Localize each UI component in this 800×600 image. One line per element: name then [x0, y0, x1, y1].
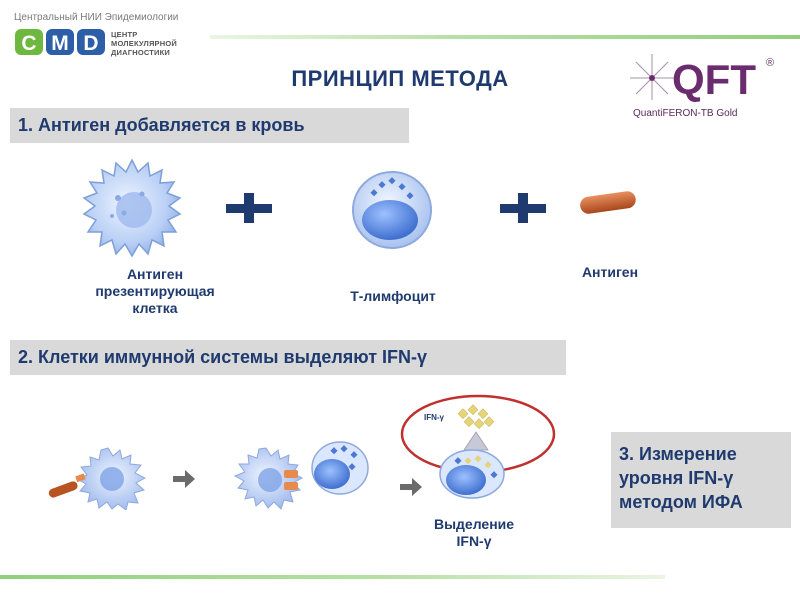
- t-lymphocyte-cell-icon: [350, 168, 434, 252]
- cmd-logo: C M D: [15, 27, 107, 57]
- apc-label: Антиген презентирующая клетка: [70, 266, 240, 317]
- apc-label-line: презентирующая: [70, 283, 240, 300]
- org-name: Центральный НИИ Эпидемиологии: [14, 12, 178, 23]
- apc-cell-icon: [82, 158, 182, 258]
- ifn-release-icon: [400, 392, 560, 504]
- step3-line: 3. Измерение: [619, 442, 783, 466]
- step3-box: 3. Измерение уровня IFN-γ методом ИФА: [611, 432, 791, 528]
- qft-center-dot: [649, 75, 655, 81]
- plus-icon: [500, 193, 546, 223]
- cmd-letter-m: M: [51, 32, 69, 55]
- ifn-release-label-line: IFN-γ: [414, 533, 534, 550]
- ifn-molecules-icon: [458, 405, 494, 429]
- qft-subtitle: QuantiFERON-TB Gold: [633, 108, 737, 119]
- qft-logo: QFT ®: [628, 50, 778, 104]
- cmd-sub-line: ЦЕНТР: [111, 30, 177, 39]
- t-lymphocyte-label: Т-лимфоцит: [318, 288, 468, 305]
- arrow-up-icon: [464, 432, 488, 450]
- qft-registered-mark: ®: [766, 57, 774, 69]
- apc-label-line: Антиген: [70, 266, 240, 283]
- cmd-sub-line: ДИАГНОСТИКИ: [111, 48, 177, 57]
- ifn-release-label-line: Выделение: [414, 516, 534, 533]
- qft-wordmark: QFT: [672, 56, 756, 103]
- cmd-letter-d: D: [83, 32, 98, 55]
- cmd-letter-c: C: [21, 32, 36, 55]
- antigen-label: Антиген: [565, 264, 655, 281]
- plus-icon: [226, 193, 272, 223]
- apc-tcell-binding-icon: [232, 430, 372, 510]
- cmd-subtitle: ЦЕНТР МОЛЕКУЛЯРНОЙ ДИАГНОСТИКИ: [111, 30, 177, 57]
- antigen-rod-icon: [578, 190, 638, 216]
- apc-with-antigen-icon: [46, 446, 146, 510]
- top-divider: [210, 35, 800, 39]
- step3-line: методом ИФА: [619, 490, 783, 514]
- cmd-sub-line: МОЛЕКУЛЯРНОЙ: [111, 39, 177, 48]
- step2-heading: 2. Клетки иммунной системы выделяют IFN-…: [10, 340, 566, 375]
- step3-line: уровня IFN-γ: [619, 466, 783, 490]
- ifn-tag: IFN-γ: [424, 413, 444, 422]
- apc-label-line: клетка: [70, 300, 240, 317]
- step1-heading: 1. Антиген добавляется в кровь: [10, 108, 409, 143]
- bottom-divider: [0, 575, 665, 579]
- arrow-right-icon: [173, 470, 195, 488]
- ifn-release-label: Выделение IFN-γ: [414, 516, 534, 550]
